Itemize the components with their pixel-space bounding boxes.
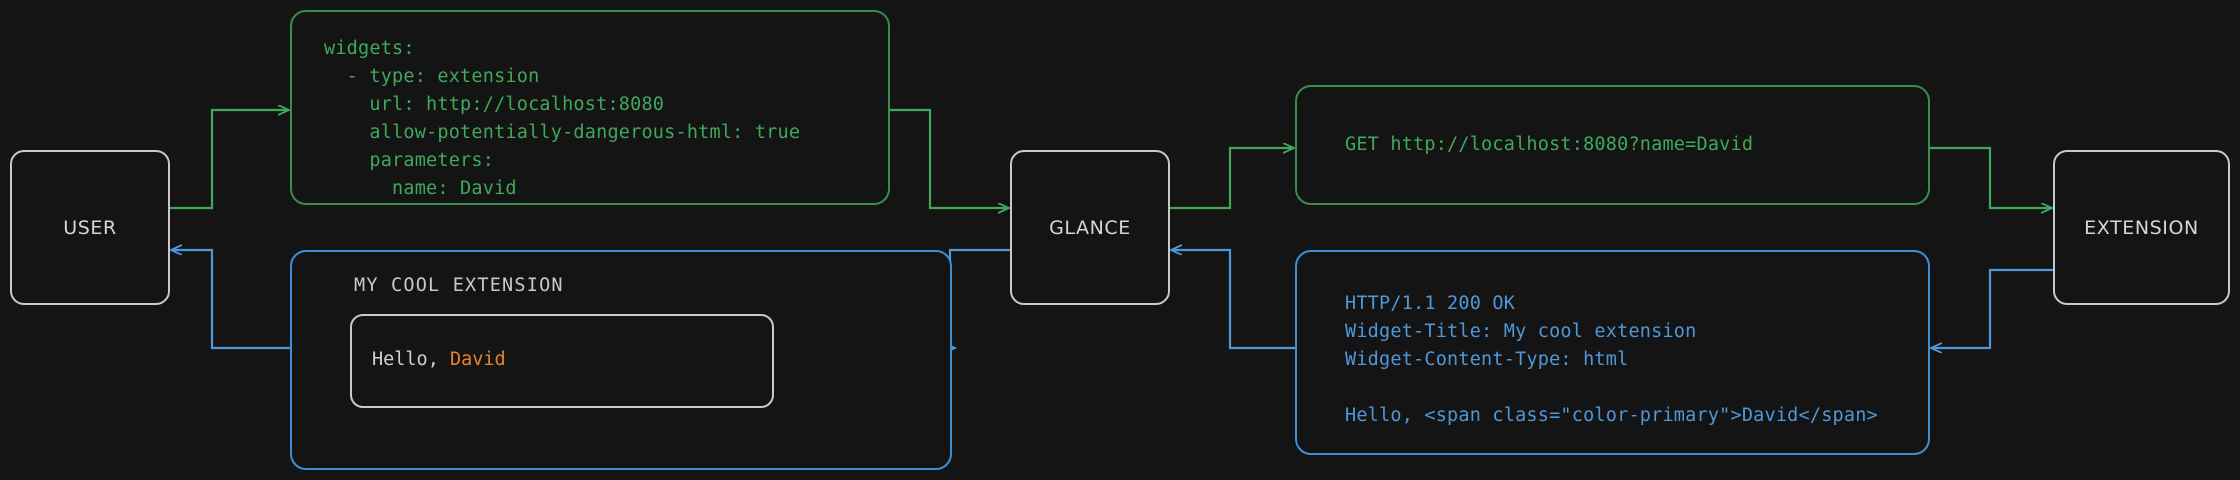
node-user[interactable]: USER bbox=[10, 150, 170, 305]
get-request-text: GET http://localhost:8080?name=David bbox=[1345, 134, 1754, 155]
panel-get-request: GET http://localhost:8080?name=David bbox=[1295, 85, 1930, 205]
http-response-text: HTTP/1.1 200 OK Widget-Title: My cool ex… bbox=[1345, 293, 1878, 426]
widget-greeting-prefix: Hello, bbox=[372, 349, 450, 370]
widget-title: MY COOL EXTENSION bbox=[354, 275, 564, 296]
wire-http-to-glance bbox=[1172, 250, 1297, 350]
wire-widget-to-user bbox=[172, 250, 292, 350]
wire-yaml-to-glance bbox=[888, 108, 1008, 208]
wire-extension-to-http bbox=[1932, 268, 2055, 348]
wire-user-to-yaml bbox=[168, 110, 288, 210]
panel-yaml-config: widgets: - type: extension url: http://l… bbox=[290, 10, 890, 205]
panel-rendered-widget: MY COOL EXTENSION Hello, David bbox=[290, 250, 952, 470]
node-glance[interactable]: GLANCE bbox=[1010, 150, 1170, 305]
panel-http-response: HTTP/1.1 200 OK Widget-Title: My cool ex… bbox=[1295, 250, 1930, 455]
node-glance-label: GLANCE bbox=[1049, 216, 1131, 239]
widget-body-text: Hello, David bbox=[372, 349, 506, 370]
wire-glance-to-get bbox=[1168, 148, 1293, 210]
wire-get-to-extension bbox=[1928, 146, 2051, 208]
node-extension-label: EXTENSION bbox=[2084, 216, 2199, 239]
yaml-config-text: widgets: - type: extension url: http://l… bbox=[324, 38, 801, 199]
wire-glance-to-widget bbox=[950, 248, 1012, 348]
widget-body-box: Hello, David bbox=[350, 314, 774, 408]
widget-greeting-name: David bbox=[449, 349, 506, 370]
node-extension[interactable]: EXTENSION bbox=[2053, 150, 2230, 305]
node-user-label: USER bbox=[63, 216, 117, 239]
